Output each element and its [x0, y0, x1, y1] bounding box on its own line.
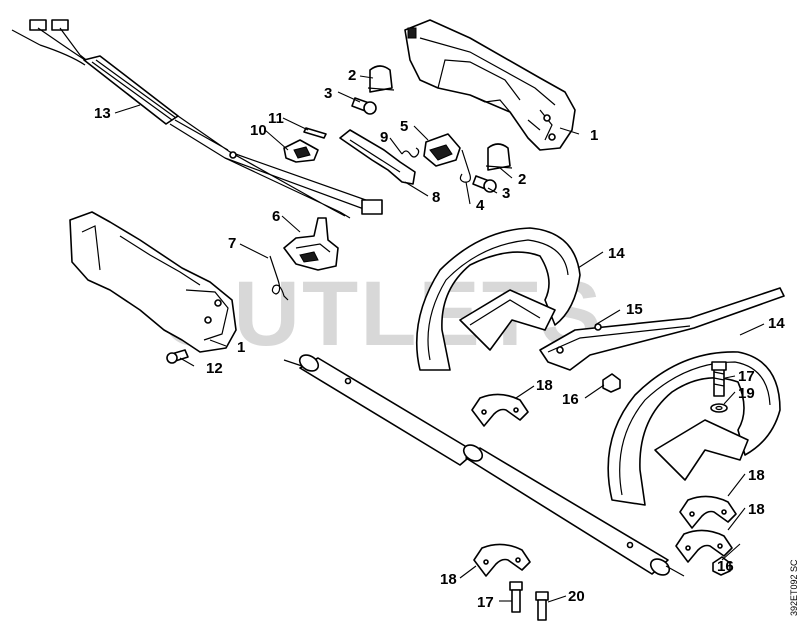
clamp-part-18-a	[471, 393, 529, 427]
handle-housing-left	[69, 211, 237, 353]
leader-lines	[114, 75, 765, 603]
callout-9: 9	[380, 129, 388, 146]
callout-20: 20	[568, 588, 585, 605]
callout-17-bottom: 17	[477, 594, 494, 611]
loop-handle-lower	[607, 351, 781, 506]
screw-part-17-bottom	[509, 581, 523, 613]
loop-handle-upper	[415, 227, 581, 371]
screw-part-12	[166, 349, 189, 364]
callout-1-top: 1	[590, 127, 598, 144]
callout-11: 11	[268, 110, 284, 127]
callout-19: 19	[738, 385, 755, 402]
callout-16-upper: 16	[562, 391, 579, 408]
contact-part-10	[283, 139, 319, 163]
spring-part-4	[459, 149, 471, 183]
drawing-reference: 392ET092 SC	[789, 559, 799, 616]
clamp-part-18-b	[679, 495, 737, 529]
screw-part-17-right	[711, 361, 727, 397]
clamp-part-18-d	[473, 543, 531, 577]
callout-13: 13	[94, 105, 111, 122]
callout-1-left: 1	[237, 339, 245, 356]
nut-part-16-upper	[602, 373, 621, 393]
callout-18-d: 18	[440, 571, 457, 588]
washer-part-19	[710, 403, 728, 413]
callout-5: 5	[400, 118, 408, 135]
callout-4: 4	[476, 197, 485, 214]
callout-14-upper: 14	[608, 245, 625, 262]
callout-8: 8	[432, 189, 440, 206]
callout-10: 10	[250, 122, 267, 139]
callout-16-lower: 16	[717, 558, 734, 575]
callout-3-upper: 3	[324, 85, 332, 102]
wiring-harness	[11, 19, 383, 219]
clamp-part-18-c	[675, 529, 733, 563]
screw-part-3-upper	[351, 97, 377, 115]
nut-part-16-lower	[712, 556, 731, 576]
callout-2-upper: 2	[348, 67, 356, 84]
drive-tube	[283, 354, 685, 577]
callout-18-b: 18	[748, 467, 765, 484]
strip-part-11	[303, 127, 327, 139]
callout-7: 7	[228, 235, 236, 252]
callout-18-c: 18	[748, 501, 765, 518]
callout-14-lower: 14	[768, 315, 785, 332]
callout-3-lower: 3	[502, 185, 510, 202]
screw-part-3-lower	[472, 175, 497, 193]
callout-2-lower: 2	[518, 171, 526, 188]
spring-part-7	[269, 255, 289, 301]
callout-labels: 1 2 2 3 3 4 5 6 7 8 9 10 11 12 13 14 15 …	[94, 67, 765, 611]
callout-15: 15	[626, 301, 643, 318]
spring-part-9	[401, 147, 420, 158]
callout-18-a: 18	[536, 377, 553, 394]
callout-12: 12	[206, 360, 223, 377]
screw-part-20	[535, 591, 549, 621]
clamp-part-2-upper	[367, 65, 395, 93]
lever-part-8	[339, 129, 416, 185]
connector-bar-part-15	[539, 287, 785, 371]
callout-6: 6	[272, 208, 280, 225]
callout-17-right: 17	[738, 368, 755, 385]
clamp-part-2-lower	[485, 143, 513, 171]
switch-part-5	[423, 133, 461, 167]
trigger-part-6	[283, 217, 339, 271]
control-handle-top	[404, 19, 576, 151]
